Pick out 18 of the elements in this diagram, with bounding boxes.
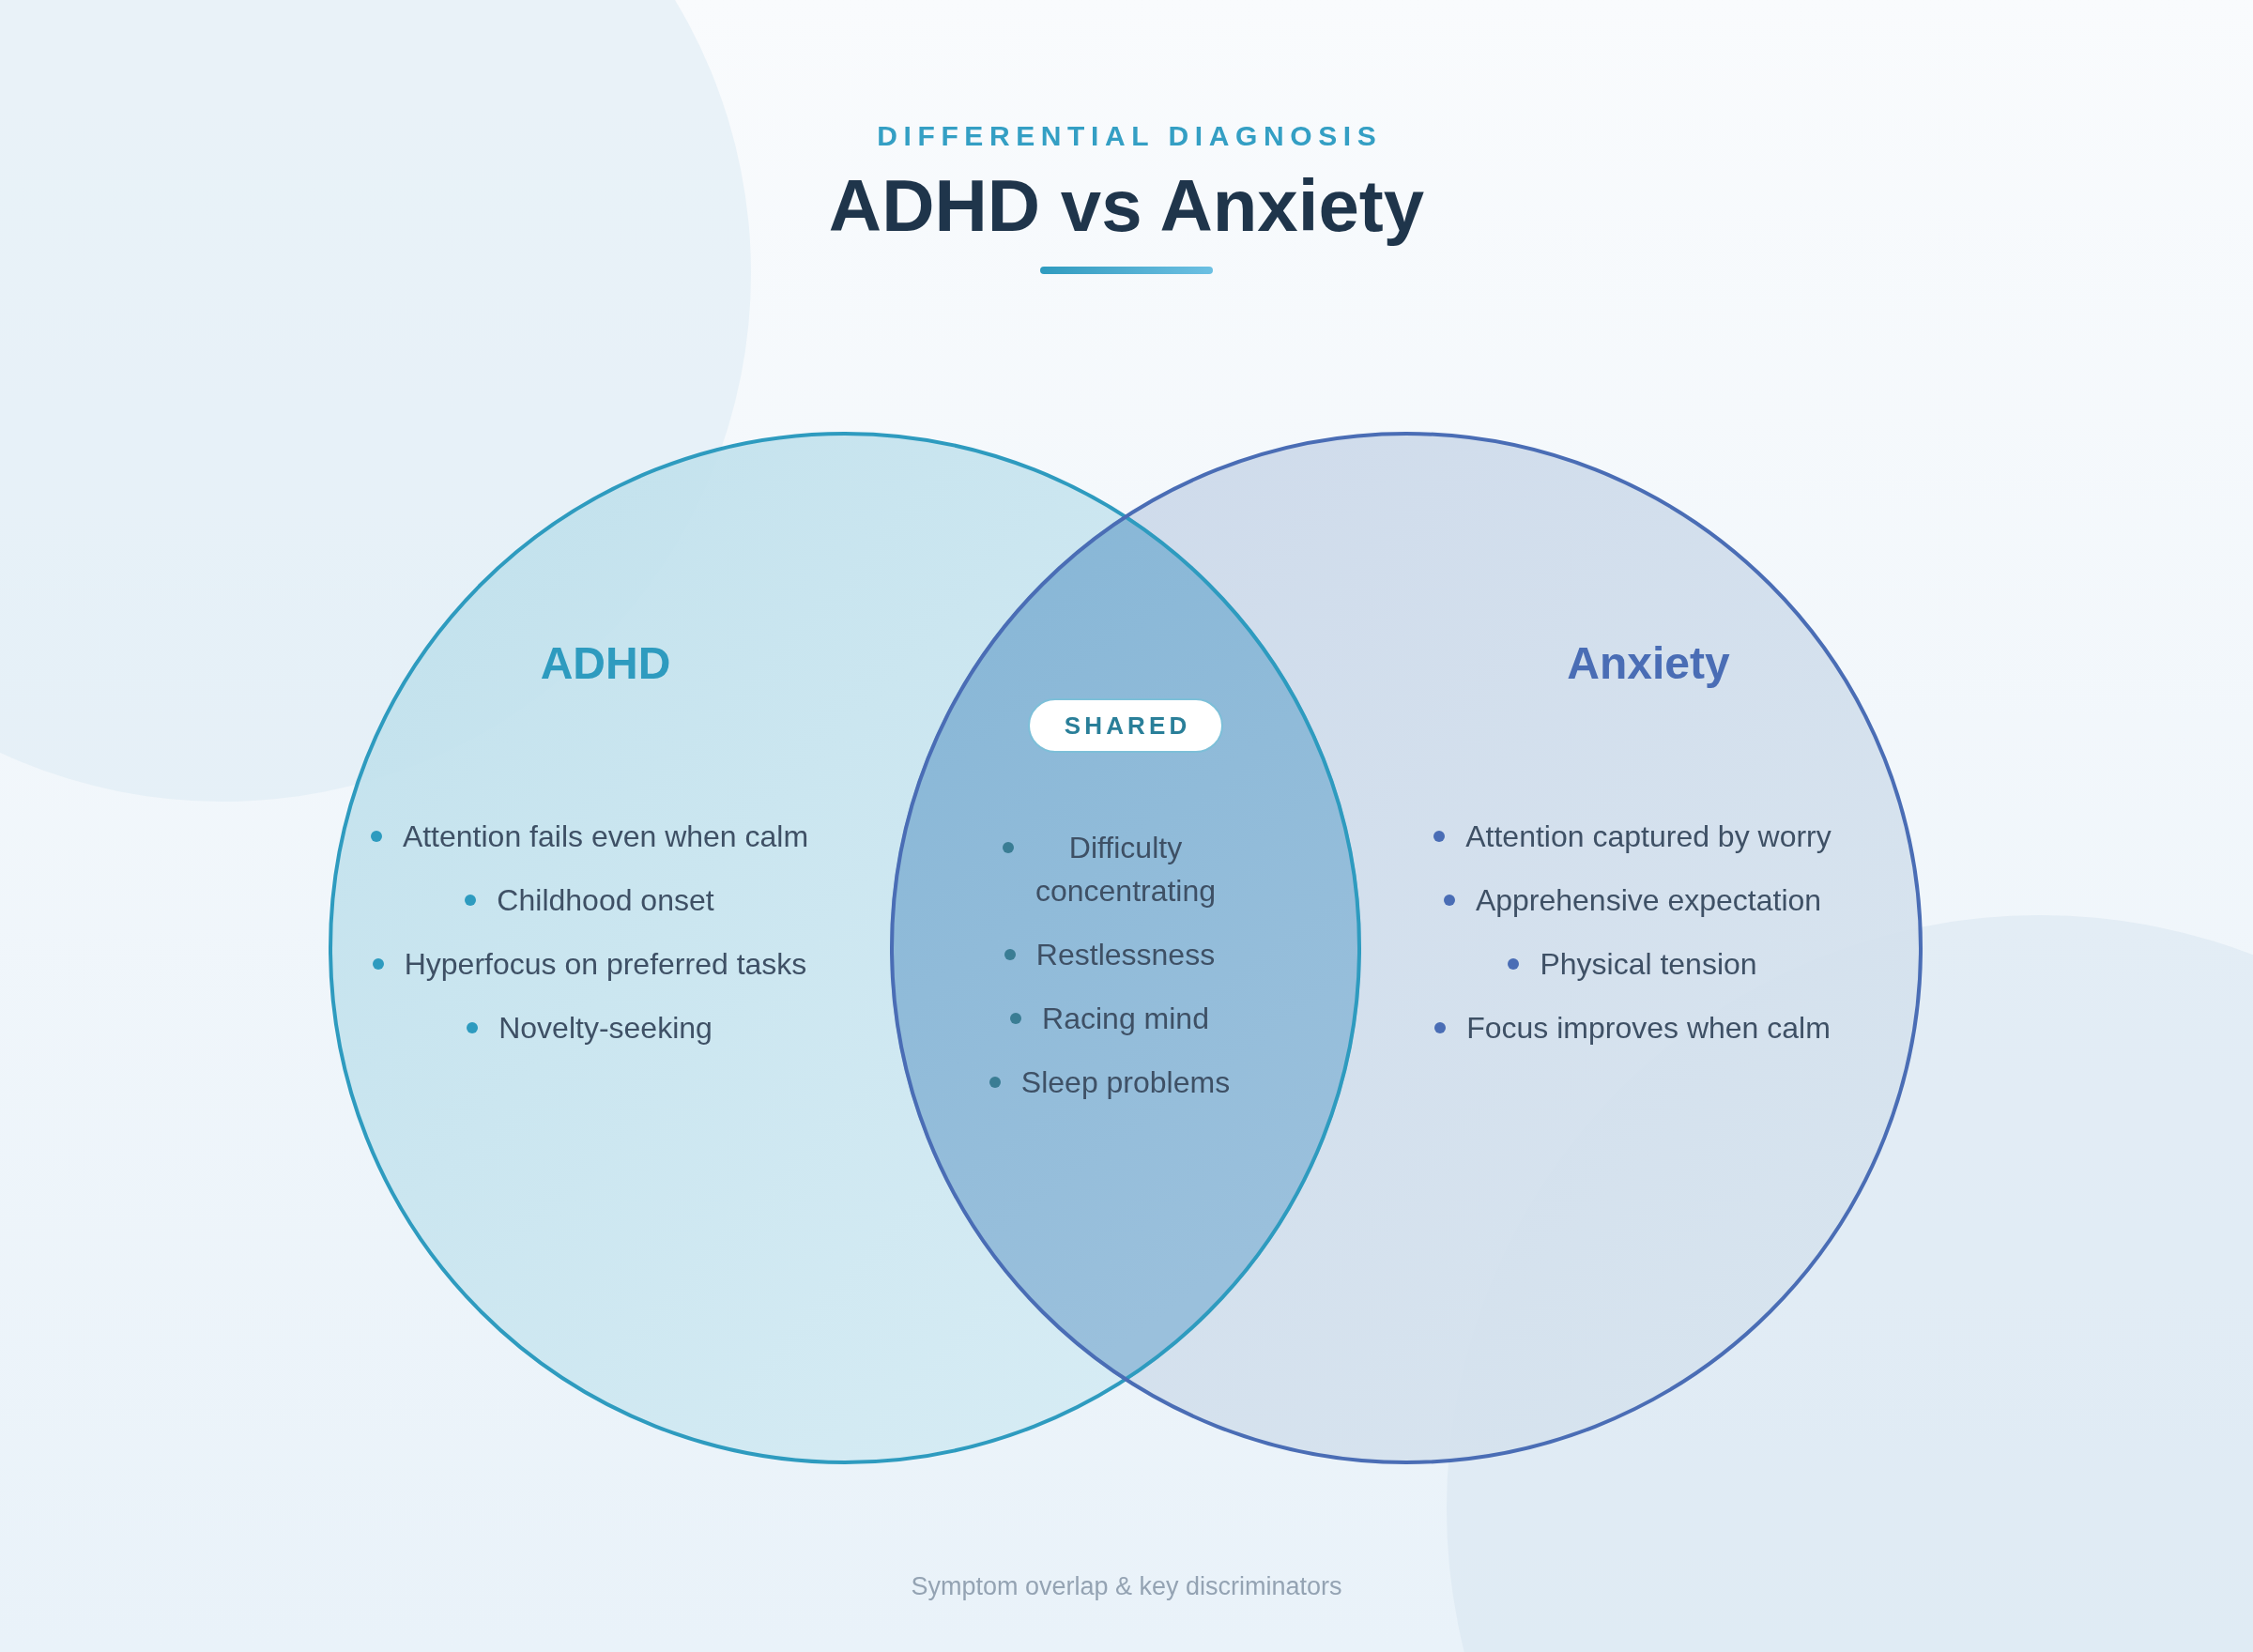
list-item-text: Apprehensive expectation xyxy=(1475,882,1822,919)
list-item-text: Physical tension xyxy=(1540,946,1757,983)
circle-heading: ADHD xyxy=(540,637,671,690)
list-item-text: Racing mind xyxy=(1042,1001,1209,1037)
eyebrow-label: DIFFERENTIAL DIAGNOSIS xyxy=(876,119,1383,153)
list-item-text: Novelty-seeking xyxy=(498,1010,713,1047)
venn-circle xyxy=(890,432,1923,1464)
list-item-text: Restlessness xyxy=(1035,937,1216,973)
list-item-text: Sleep problems xyxy=(1020,1064,1231,1101)
list-item-text: Focus improves when calm xyxy=(1466,1010,1831,1047)
list-item-text: Attention captured by worry xyxy=(1465,818,1832,855)
list-item-text: Difficulty concentrating xyxy=(1034,830,1218,910)
tag-text: SHARED xyxy=(1063,711,1191,741)
circle-heading: Anxiety xyxy=(1567,637,1730,690)
list-item-text: Attention fails even when calm xyxy=(402,818,809,855)
list-item-text: Hyperfocus on preferred tasks xyxy=(404,946,807,983)
caption-text: Symptom overlap & key discriminators xyxy=(911,1571,1342,1602)
list-item-text: Childhood onset xyxy=(497,882,714,919)
